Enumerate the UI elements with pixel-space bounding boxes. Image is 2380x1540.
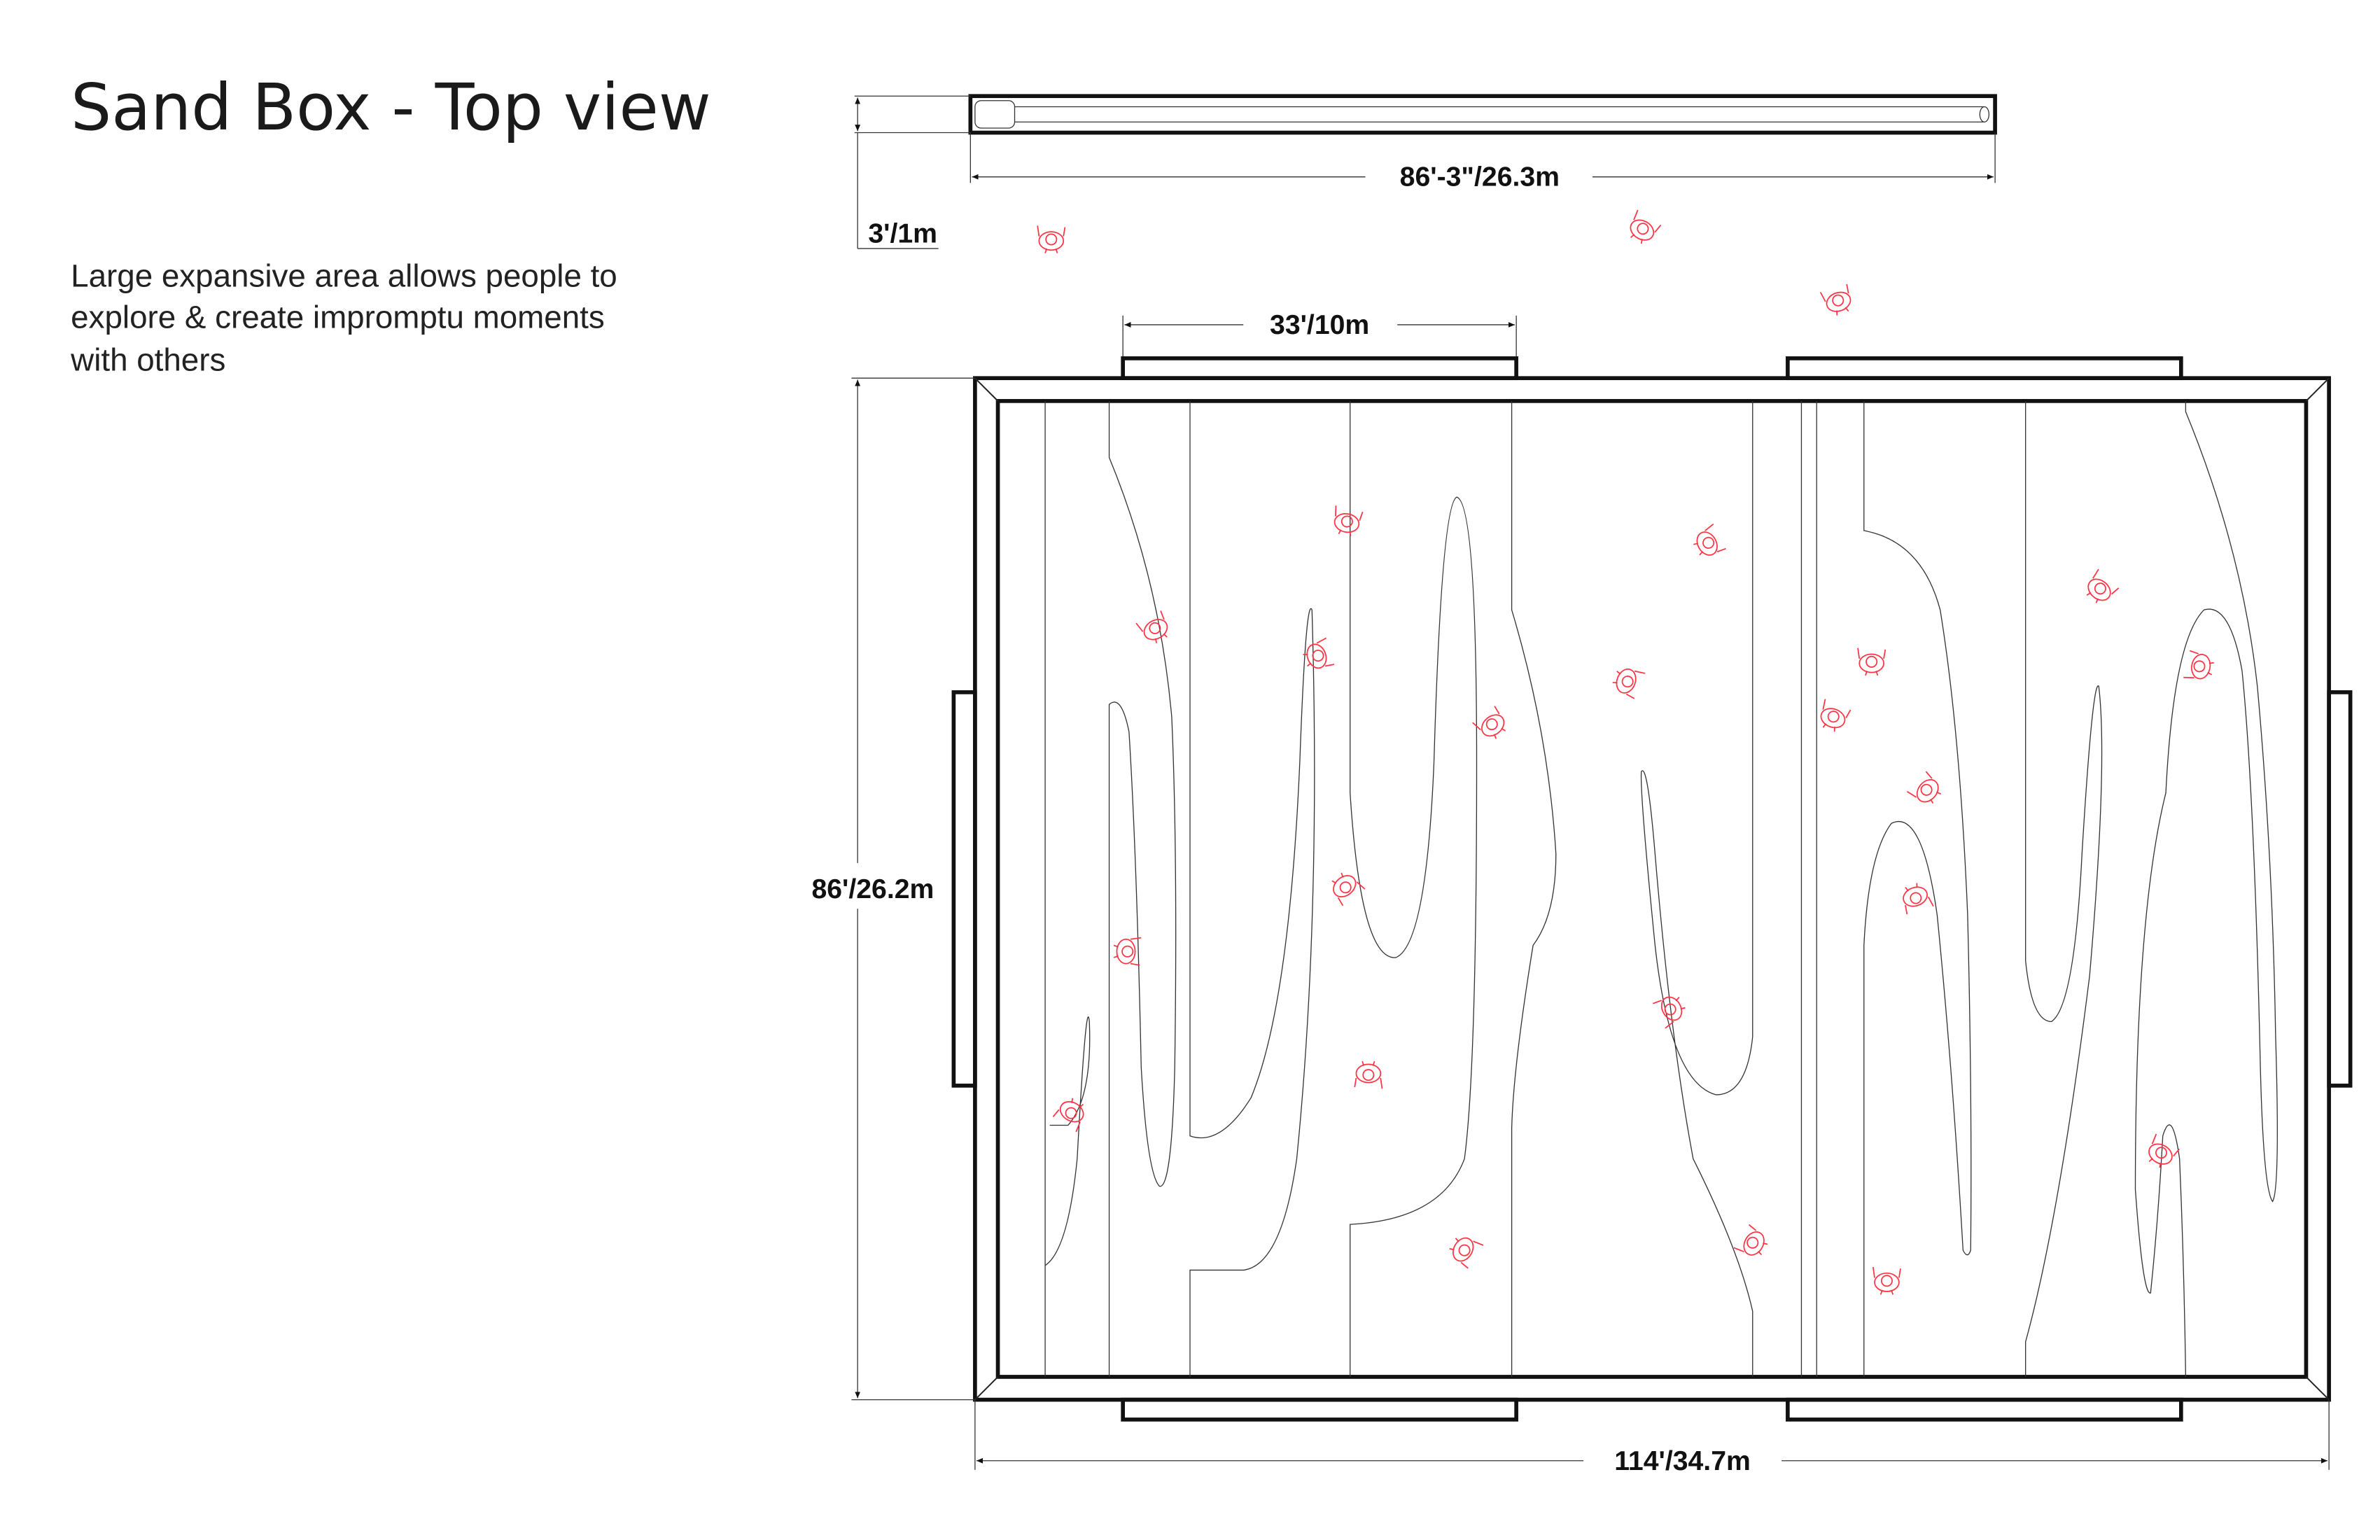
person-icon (1303, 637, 1335, 669)
person-icon (1037, 225, 1066, 253)
person-icon (2183, 650, 2214, 680)
bench-segment-label: 33'/10m (1270, 310, 1369, 340)
person-icon (1354, 1060, 1383, 1089)
person-icon (1872, 1266, 1901, 1295)
description-line-2: explore & create impromptu moments (71, 299, 605, 335)
person-icon (1612, 668, 1646, 699)
person-icon (1907, 771, 1942, 804)
sandbox-plan (951, 209, 2353, 1422)
person-icon (2086, 568, 2120, 603)
bench-elevation (968, 94, 1997, 135)
person-icon (1857, 648, 1886, 676)
person-icon (1630, 209, 1662, 244)
person-icon (1135, 610, 1168, 643)
person-icon (1331, 872, 1366, 906)
description-line-1: Large expansive area allows people to (71, 258, 617, 294)
bench-width-label: 3'/1m (868, 218, 937, 248)
person-icon (1652, 996, 1686, 1029)
box-width-label: 114'/34.7m (1614, 1446, 1751, 1476)
page-title: Sand Box - Top view (71, 70, 710, 145)
sand-contours (1044, 400, 2278, 1377)
person-icon (1052, 1098, 1084, 1133)
dimension-box-width: 114'/34.7m (974, 1399, 2330, 1476)
person-icon (1449, 1237, 1484, 1269)
person-icon (1113, 937, 1142, 966)
dimension-box-depth: 86'/26.2m (811, 377, 975, 1401)
person-icon (1472, 706, 1506, 739)
person-icon (1820, 699, 1851, 732)
person-icon (2148, 1133, 2180, 1168)
dimension-bench-length: 86'-3"/26.3m (969, 132, 1996, 192)
people-figures (1037, 209, 2214, 1295)
box-depth-label: 86'/26.2m (811, 874, 934, 904)
person-icon (1903, 883, 1934, 915)
person-icon (1334, 505, 1364, 536)
description-line-3: with others (70, 342, 225, 377)
person-icon (1733, 1224, 1768, 1256)
person-icon (1819, 284, 1851, 316)
bench-length-label: 86'-3"/26.3m (1400, 162, 1560, 192)
person-icon (1693, 523, 1726, 556)
dimension-bench-width: 3'/1m (854, 95, 971, 249)
dimension-bench-segment: 33'/10m (1122, 310, 1517, 357)
